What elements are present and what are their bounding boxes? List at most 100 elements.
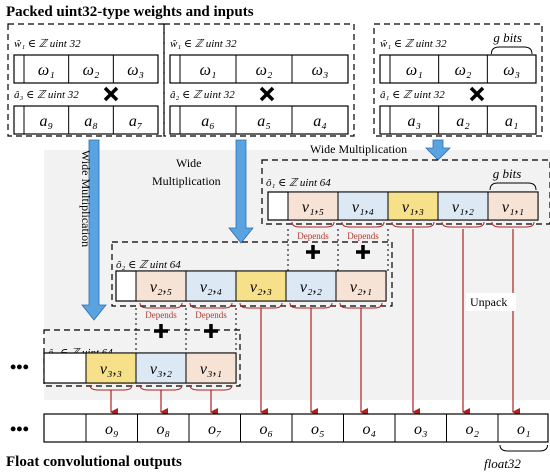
- wide-mult-label-1: Wide Multiplication: [79, 150, 93, 247]
- product-cell: [387, 191, 439, 221]
- depends-label: Depends: [195, 310, 227, 320]
- cell-brace: [341, 221, 385, 228]
- dots-row3: •••: [10, 357, 29, 377]
- weight-cell: ω₁: [406, 62, 423, 79]
- activation-label: â₁ ∈ ℤ uint 32: [380, 89, 445, 101]
- depends-marker: Depends: [135, 308, 187, 353]
- product-cell: [185, 270, 237, 302]
- product-row-border: [261, 159, 550, 225]
- product-cell-label: v₃,₂: [150, 361, 173, 378]
- product-cell-label: v₂,₃: [250, 279, 272, 296]
- product-cell: [85, 352, 137, 384]
- dots-output: •••: [10, 419, 29, 439]
- weight-cell: ω₃: [127, 62, 144, 79]
- plus-icon: [204, 324, 218, 338]
- weight-row: [379, 54, 537, 84]
- g-bits-label: g bits: [493, 30, 522, 45]
- weight-cell: ω₁: [200, 62, 217, 79]
- product-cell-label: v₂,₁: [350, 279, 372, 296]
- product-cell: [437, 191, 489, 221]
- wide-mult-arrow-2: [228, 139, 254, 244]
- product-cell: [185, 352, 237, 384]
- packed-block-border: [373, 23, 543, 137]
- plus-icon: [306, 245, 320, 259]
- product-row-3: ô₃ ∈ ℤ uint 64v₃,₃v₃,₂v₃,₁: [43, 329, 241, 391]
- product-rows: ô₁ ∈ ℤ uint 64 v₁,₅ v₁,₄ v₁,₃ v₁,₂ v₁,₁ g bits…: [43, 159, 550, 391]
- wide-mult-label-2a: Wide: [176, 156, 202, 170]
- plus-icon: [356, 245, 370, 259]
- activation-cell: a₉: [40, 113, 54, 130]
- product-cell: [335, 270, 387, 302]
- product-cell-label: v₂,₅: [150, 279, 172, 296]
- activation-row: [379, 105, 537, 135]
- depends-label: Depends: [297, 231, 329, 241]
- multiply-icon: [259, 86, 275, 102]
- weight-row: [169, 54, 349, 84]
- wide-mult-arrow-3: [425, 139, 451, 161]
- activation-cell: a₁: [505, 113, 519, 130]
- multiply-icon: [469, 86, 485, 102]
- product-cell: [285, 270, 337, 302]
- unpack-label-bg: [466, 293, 516, 311]
- output-cell: o₉: [105, 421, 119, 438]
- g-bits-brace: [490, 46, 533, 55]
- weight-cell: ω₂: [256, 62, 273, 79]
- wide-mult-label-3: Wide Multiplication: [310, 142, 407, 156]
- output-cell: o₁: [517, 421, 531, 438]
- cell-brace: [189, 302, 233, 309]
- product-row-1: ô₁ ∈ ℤ uint 64 v₁,₅ v₁,₄ v₁,₃ v₁,₂ v₁,₁ g bits: [261, 159, 550, 228]
- weight-cell: ω₁: [38, 62, 55, 79]
- title-bottom: Float convolutional outputs: [6, 454, 182, 470]
- product-cell-label: v₁,₃: [402, 199, 424, 216]
- depends-label: Depends: [145, 310, 177, 320]
- product-row-label: ô₁ ∈ ℤ uint 64: [266, 177, 331, 189]
- activation-label: â₃ ∈ ℤ uint 32: [14, 89, 79, 101]
- activation-row: [169, 105, 349, 135]
- g-bits-label: g bits: [493, 166, 522, 181]
- activation-cell: a₂: [456, 113, 470, 130]
- product-cell-label: v₁,₄: [352, 199, 374, 216]
- plus-icon: [154, 324, 168, 338]
- product-cell-label: v₁,₁: [502, 199, 524, 216]
- title-top: Packed uint32-type weights and inputs: [6, 4, 254, 20]
- depends-marker: Depends: [337, 229, 389, 271]
- product-row-label: ô₂ ∈ ℤ uint 64: [116, 259, 181, 271]
- product-cell-label: v₃,₁: [200, 361, 222, 378]
- packed-block-border: [7, 23, 165, 137]
- output-bar: [43, 413, 549, 443]
- cell-brace: [391, 221, 435, 228]
- activation-label: â₂ ∈ ℤ uint 32: [170, 89, 235, 101]
- product-cell: [337, 191, 389, 221]
- product-cell: [487, 191, 539, 221]
- multiply-icon: [103, 86, 119, 102]
- product-cell-label: v₃,₃: [100, 361, 122, 378]
- product-cell-label: v₁,₅: [302, 199, 324, 216]
- weight-row: [13, 54, 159, 84]
- product-row-border: [111, 241, 393, 307]
- output-cell: o₇: [208, 421, 222, 438]
- output-cell: o₆: [259, 421, 273, 438]
- activation-row: [13, 105, 159, 135]
- output-cell: o₄: [362, 421, 376, 438]
- unpack-label: Unpack: [470, 295, 507, 309]
- wide-mult-label-2b: Multiplication: [152, 174, 221, 188]
- product-cell-label: v₂,₂: [300, 279, 323, 296]
- g-bits-brace: [489, 182, 537, 191]
- product-cell-label: v₁,₂: [452, 199, 475, 216]
- wide-arrows: [81, 139, 451, 321]
- depends-label: Depends: [347, 231, 379, 241]
- float32-label: float32: [484, 456, 521, 471]
- packed-block-border: [163, 23, 355, 137]
- cell-brace: [291, 221, 335, 228]
- weight-label: ŵ₁ ∈ ℤ uint 32: [14, 38, 81, 50]
- cell-brace: [441, 221, 485, 228]
- weight-label: ŵ₁ ∈ ℤ uint 32: [380, 38, 447, 50]
- float32-brace: [499, 444, 548, 452]
- weight-label: ŵ₁ ∈ ℤ uint 32: [170, 38, 237, 50]
- output-cell: o₂: [465, 421, 479, 438]
